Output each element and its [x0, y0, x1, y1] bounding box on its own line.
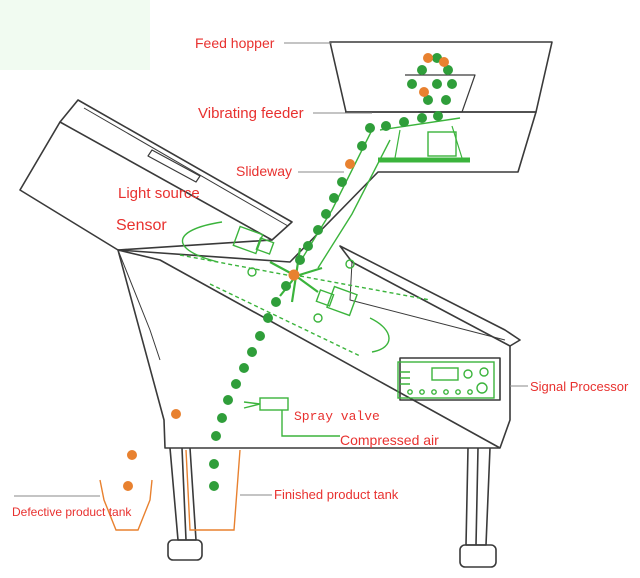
compressed-air-line: [281, 410, 340, 437]
right-leg: [465, 447, 491, 546]
diagonal-panel: [117, 249, 501, 449]
left-wheel: [167, 539, 203, 561]
processor-display: [431, 367, 459, 381]
upper-chute-handle: [147, 149, 201, 183]
signal-processor-unit: [397, 361, 495, 399]
machine-outline: [19, 41, 553, 568]
leader-lines: [14, 42, 528, 497]
left-panel-edge: [117, 249, 161, 361]
defective-particles: [123, 53, 449, 491]
light-source-lamp: [345, 259, 355, 269]
slideway-label: Slideway: [236, 163, 293, 179]
sensor-camera-upper: [232, 225, 275, 277]
vibrating-feeder-label: Vibrating feeder: [198, 105, 304, 122]
finished-product-tank: [185, 449, 241, 531]
spray-valve-body: [259, 397, 289, 411]
signal-processor-box: [399, 357, 501, 401]
internal-components: [179, 117, 495, 531]
vibrating-feeder-tray: [379, 117, 461, 131]
processor-leads: [400, 371, 410, 385]
spray-valve-label: Spray valve: [294, 409, 380, 424]
slideway-right-wall: [317, 139, 391, 269]
feed-hopper: [329, 41, 553, 113]
signal-processor-label: Signal Processor: [530, 379, 629, 394]
spray-valve-nozzle: [243, 401, 261, 409]
light-beam-diagonal: [209, 283, 361, 357]
feeder-spring: [394, 125, 463, 159]
corner-tint: [0, 0, 150, 70]
sensor-camera-lower: [313, 285, 358, 323]
sensor-label: Sensor: [116, 217, 167, 234]
feeder-box: [427, 131, 457, 157]
lower-chute-edge: [349, 261, 506, 341]
lower-chute-cover: [339, 245, 521, 347]
defective-product-tank-label: Defective product tank: [12, 505, 132, 519]
feed-hopper-label: Feed hopper: [195, 35, 275, 51]
processor-knobs: [407, 367, 489, 395]
upper-chute-side: [19, 121, 273, 251]
light-source-label: Light source: [118, 185, 200, 202]
finished-product-tank-label: Finished product tank: [274, 487, 399, 502]
light-beam-lower: [299, 275, 431, 301]
defective-product-tank: [99, 479, 153, 531]
right-wheel: [459, 544, 497, 568]
sensor-arc-right: [369, 317, 390, 353]
sensor-arc-left: [181, 221, 223, 263]
left-leg: [169, 447, 197, 541]
good-particles: [209, 53, 457, 491]
upper-chute-ridge: [83, 107, 289, 227]
light-beam-upper: [179, 254, 293, 277]
compressed-air-label: Compressed air: [340, 432, 439, 448]
